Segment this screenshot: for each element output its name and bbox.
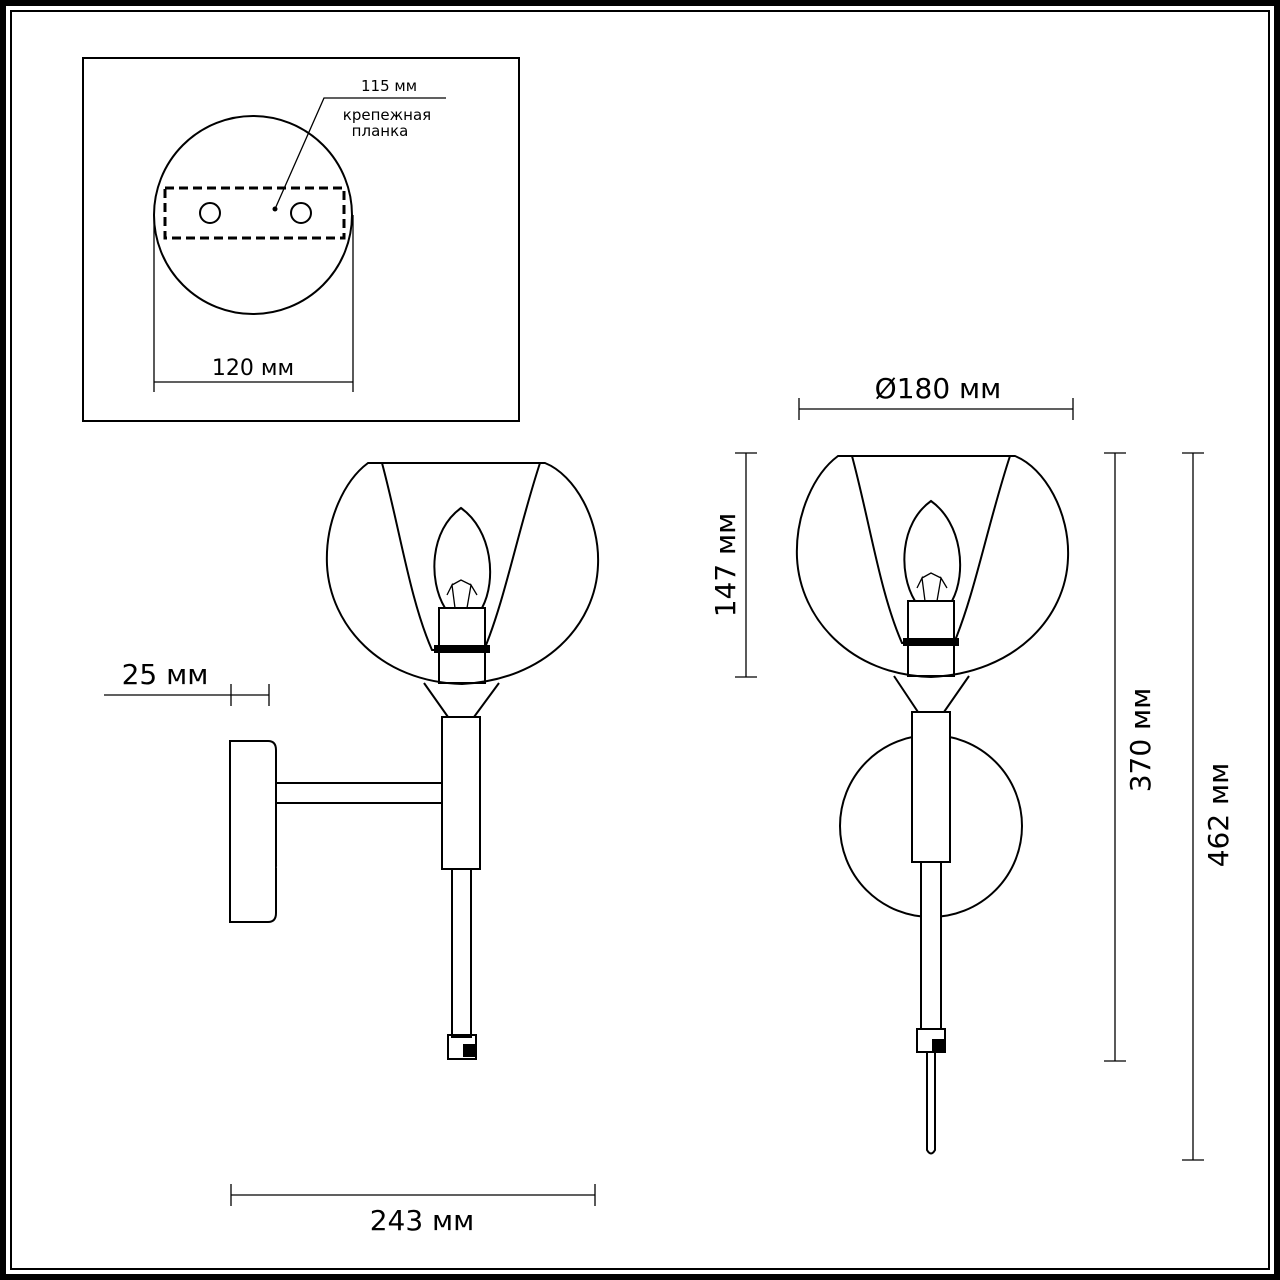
front-stem-rod xyxy=(920,861,942,1030)
mounting-bracket-outline xyxy=(163,186,346,240)
front-view: Ø180 мм 147 мм 370 мм 462 мм xyxy=(709,372,1235,1161)
plate-circle xyxy=(153,115,353,315)
side-view: 25 мм 243 мм xyxy=(104,462,600,1237)
shade-holder-cone xyxy=(423,682,500,718)
wall-offset-label: 25 мм xyxy=(122,658,209,691)
bulb-icon xyxy=(433,506,492,609)
screw-hole-left xyxy=(199,202,221,224)
switch-button xyxy=(463,1044,475,1057)
stem-rod xyxy=(451,868,472,1038)
shade-inner-cone xyxy=(381,462,541,651)
front-switch-button xyxy=(932,1039,944,1051)
mounting-plate-inset: 115 мм крепежная планка 120 мм xyxy=(82,57,520,422)
socket-thread-ring xyxy=(434,645,490,653)
projection-label: 243 мм xyxy=(370,1204,475,1237)
wall-arm xyxy=(275,782,443,804)
inner-frame xyxy=(10,10,1270,1270)
screw-hole-right xyxy=(290,202,312,224)
inset-frame xyxy=(82,57,520,422)
bracket-name-line2: планка xyxy=(352,122,409,140)
shade-diameter-label: Ø180 мм xyxy=(875,372,1002,405)
bracket-length-label: 115 мм xyxy=(361,77,417,95)
plate-width-label: 120 мм xyxy=(212,356,294,381)
front-switch-housing xyxy=(916,1028,946,1053)
bulb-filament xyxy=(446,579,478,609)
front-bulb-filament xyxy=(916,572,948,602)
power-cable-inner xyxy=(276,864,464,1158)
stem-body xyxy=(441,716,481,870)
bracket-name-line1: крепежная xyxy=(343,106,431,124)
body-height-label: 370 мм xyxy=(1124,688,1157,793)
shade-height-label: 147 мм xyxy=(709,513,742,618)
front-shade-holder-cone xyxy=(893,675,970,713)
front-socket-thread-ring xyxy=(903,638,959,646)
switch-housing xyxy=(447,1034,477,1060)
front-stem-body xyxy=(911,711,951,863)
pull-cord xyxy=(926,1052,936,1155)
wall-backplate xyxy=(229,740,277,923)
total-height-label: 462 мм xyxy=(1202,763,1235,868)
leader-line xyxy=(274,97,446,210)
